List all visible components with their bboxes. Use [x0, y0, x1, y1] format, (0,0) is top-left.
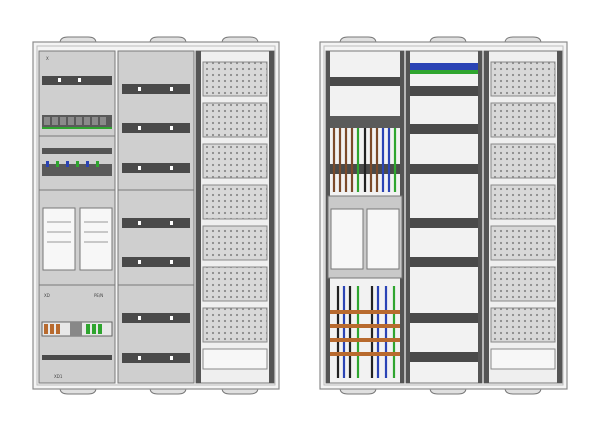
ventilation-grids — [490, 61, 556, 370]
left-cabinet-column-2 — [117, 50, 195, 384]
din-rail — [122, 218, 190, 228]
right-cabinet — [319, 36, 568, 395]
din-rail — [122, 313, 190, 323]
din-rail — [122, 353, 190, 363]
din-rail — [122, 123, 190, 133]
din-rail — [410, 86, 478, 96]
left-cabinet: X XD PE/N XD1 — [32, 36, 280, 395]
cable-bundle-lower — [336, 286, 396, 378]
copper-busbars — [330, 310, 400, 356]
din-rail — [410, 313, 478, 323]
din-rail — [410, 124, 478, 134]
din-rail — [330, 77, 400, 86]
label-marker-pen: PE/N — [94, 293, 103, 298]
left-cabinet-column-1: X XD PE/N XD1 — [38, 50, 116, 384]
din-rail — [410, 352, 478, 362]
terminal-block-row — [330, 116, 400, 128]
meter-holders — [42, 207, 113, 271]
cable-bundle-upper — [332, 128, 397, 192]
lower-distribution-block — [41, 321, 113, 360]
meter-holders — [327, 195, 403, 279]
terminal-header — [410, 63, 478, 74]
right-cabinet-column-3 — [483, 50, 563, 384]
din-rail — [122, 163, 190, 173]
label-marker-x: X — [46, 56, 49, 61]
din-rail — [410, 257, 478, 267]
din-rail — [410, 218, 478, 228]
right-cabinet-column-2 — [405, 50, 483, 384]
terminal-block-row — [42, 115, 112, 129]
din-rail — [410, 164, 478, 174]
din-rail — [122, 257, 190, 267]
din-rail — [42, 76, 112, 85]
din-rail — [122, 84, 190, 94]
ventilation-grids — [202, 61, 268, 370]
label-marker-xd1: XD1 — [54, 374, 63, 379]
right-cabinet-column-1 — [325, 50, 405, 384]
pe-n-terminal-strip — [42, 148, 112, 176]
left-cabinet-column-3 — [195, 50, 275, 384]
label-marker-xd: XD — [44, 293, 50, 298]
